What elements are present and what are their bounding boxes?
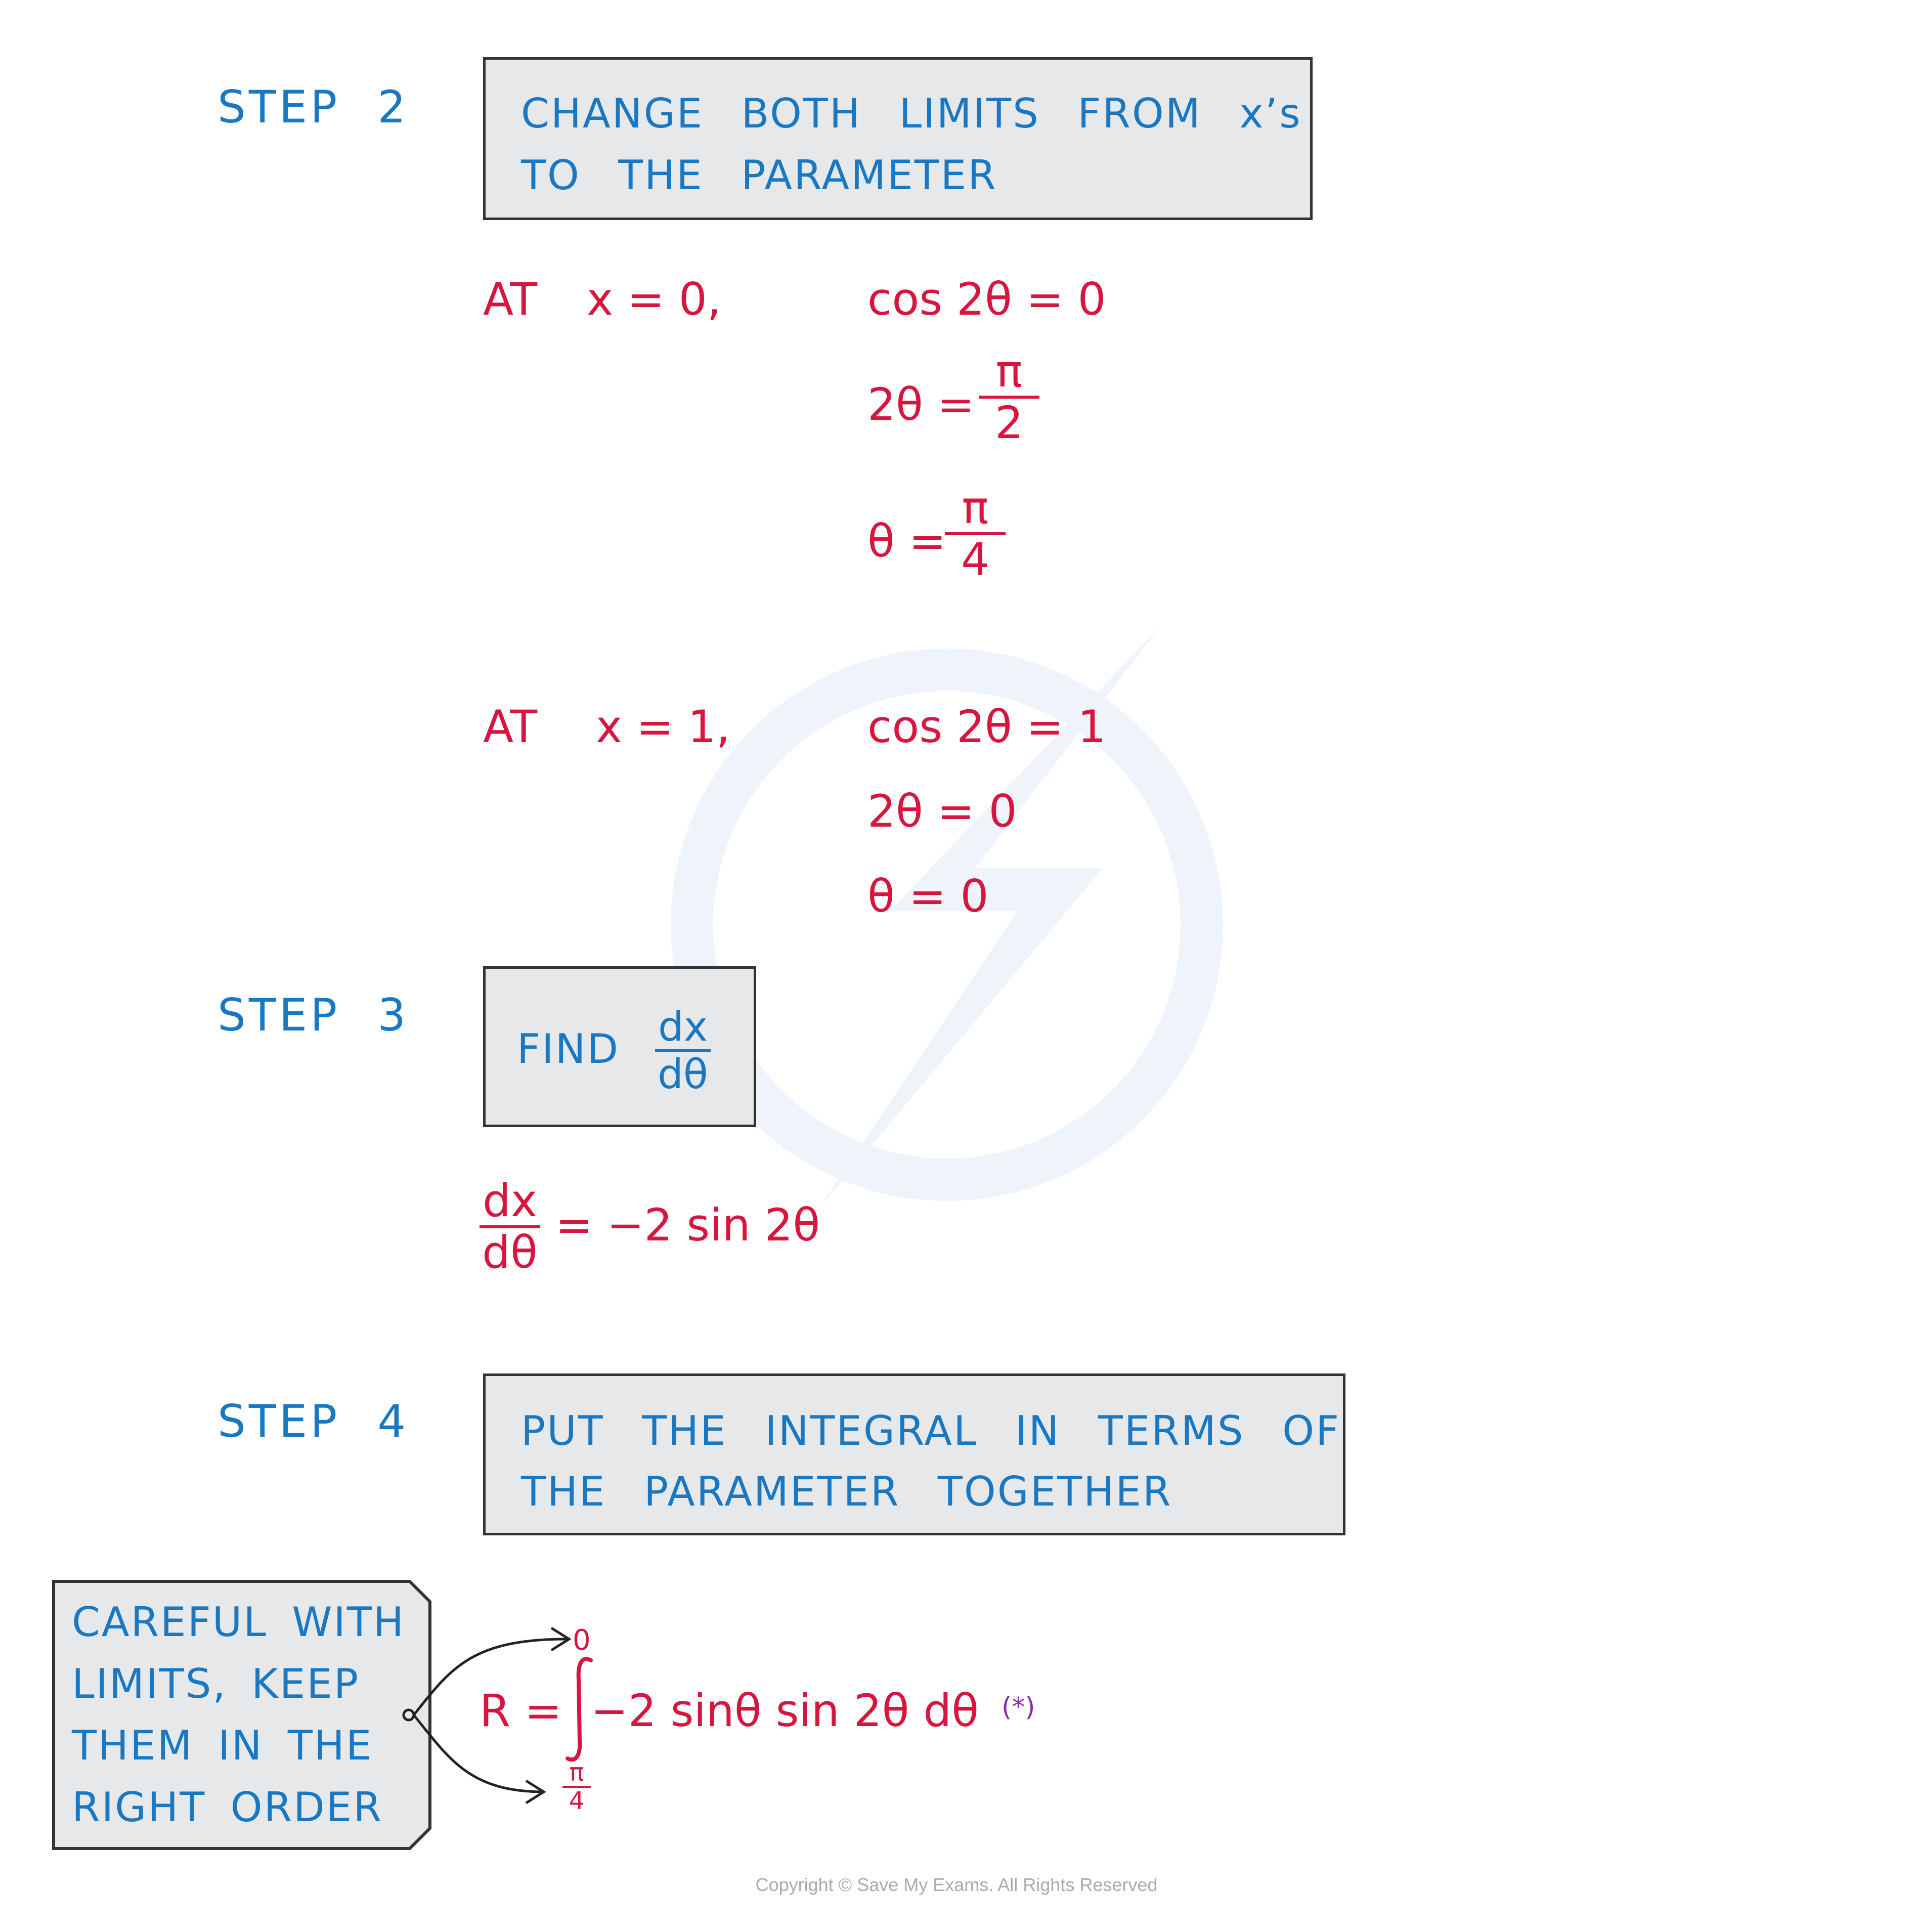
note-line-4: RIGHT ORDER	[72, 1784, 383, 1831]
fraction-numerator: π	[995, 345, 1023, 397]
derivative-fraction: dx dθ	[480, 1179, 540, 1275]
note-tag-shape	[52, 1580, 431, 1850]
integral-upper-limit: 0	[573, 1624, 591, 1657]
integral-integrand: −2 sinθ sin 2θ dθ	[591, 1685, 979, 1737]
step-2-instruction-line-2: TO THE PARAMETER	[521, 152, 997, 199]
fraction-denominator: dθ	[658, 1051, 708, 1098]
fraction-denominator: dθ	[482, 1226, 538, 1278]
step-3-derivative-fraction: dx dθ	[655, 1007, 711, 1095]
limit-a-equation-3-lhs: θ =	[867, 515, 946, 567]
step-4-instruction-line-1: PUT THE INTEGRAL IN TERMS OF	[521, 1407, 1341, 1454]
limit-a-equation-2-fraction: π 2	[979, 349, 1039, 445]
step-3-instruction-text: FIND	[517, 1025, 620, 1072]
integral-lhs: R =	[480, 1685, 562, 1737]
integral-lower-limit: π 4	[562, 1761, 591, 1813]
step-3-label: STEP 3	[218, 989, 409, 1041]
limit-arrows	[402, 1626, 572, 1805]
fraction-bar	[562, 1786, 591, 1788]
step-3-instruction-box: FIND dx dθ	[483, 966, 756, 1127]
note-line-1: CAREFUL WITH	[72, 1599, 406, 1646]
fraction-numerator: π	[569, 1758, 584, 1787]
limit-b-equation-3: θ = 0	[867, 870, 989, 922]
limit-a-at: AT	[483, 273, 538, 325]
fraction-numerator: dx	[483, 1175, 537, 1227]
note-line-2: LIMITS, KEEP	[72, 1660, 360, 1707]
derivative-result: = −2 sin 2θ	[555, 1199, 820, 1251]
fraction-bar	[655, 1049, 711, 1052]
note-line-3: THEM IN THE	[72, 1722, 373, 1769]
step-4-label: STEP 4	[218, 1395, 409, 1447]
equation-tag: (*)	[1002, 1692, 1035, 1723]
save-my-exams-watermark-logo	[671, 627, 1223, 1208]
limit-b-at: AT	[483, 701, 538, 753]
limit-b-equation-1: cos 2θ = 1	[867, 701, 1106, 753]
fraction-denominator: 2	[995, 397, 1023, 449]
step-2-instruction-box: CHANGE BOTH LIMITS FROM x’s TO THE PARAM…	[483, 57, 1313, 220]
limit-a-x-value: x = 0,	[587, 273, 721, 325]
fraction-bar	[945, 532, 1006, 535]
step-4-instruction-line-2: THE PARAMETER TOGETHER	[521, 1468, 1172, 1515]
limit-b-x-value: x = 1,	[596, 701, 730, 753]
fraction-numerator: dx	[658, 1003, 708, 1050]
limit-a-equation-1: cos 2θ = 0	[867, 273, 1106, 325]
fraction-denominator: 4	[961, 533, 989, 585]
limit-b-equation-2: 2θ = 0	[867, 785, 1017, 837]
step-2-label: STEP 2	[218, 81, 409, 133]
step-2-instruction-line-1: CHANGE BOTH LIMITS FROM x’s	[521, 90, 1302, 137]
fraction-bar	[979, 396, 1039, 399]
copyright-notice: Copyright © Save My Exams. All Rights Re…	[755, 1874, 1158, 1895]
fraction-denominator: 4	[569, 1787, 585, 1815]
step-4-instruction-box: PUT THE INTEGRAL IN TERMS OF THE PARAMET…	[483, 1373, 1345, 1535]
limit-a-equation-2-lhs: 2θ =	[867, 378, 975, 431]
fraction-bar	[480, 1225, 540, 1228]
fraction-numerator: π	[962, 482, 989, 534]
limit-a-equation-3-fraction: π 4	[945, 486, 1006, 582]
integral-sign	[566, 1657, 593, 1762]
